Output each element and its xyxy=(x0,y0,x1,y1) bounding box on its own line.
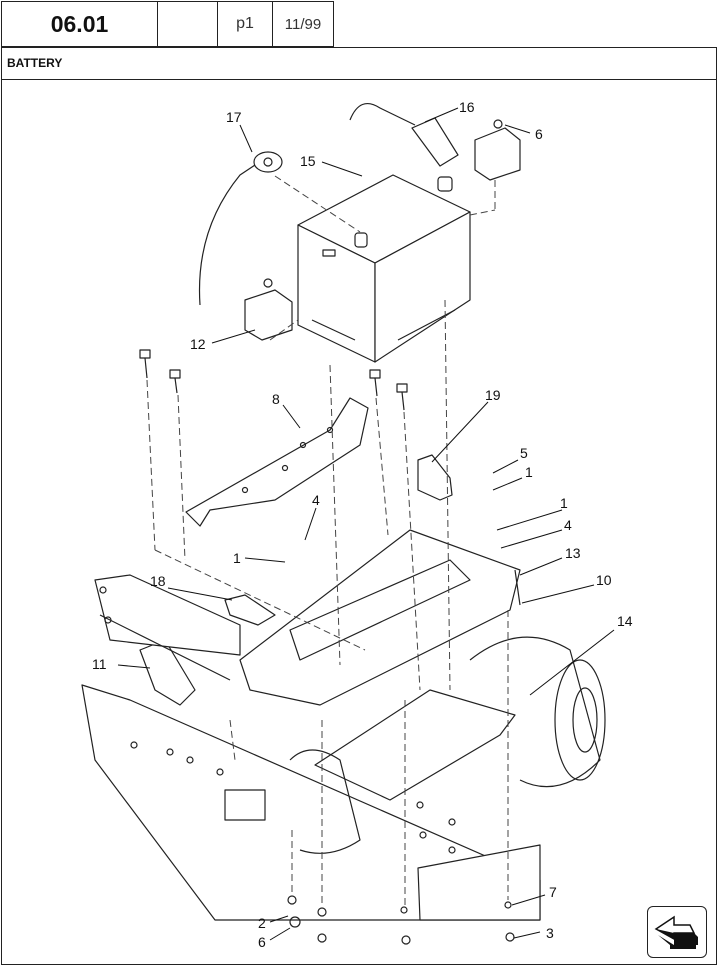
chassis-frame xyxy=(81,574,606,921)
callout-4-right: 4 xyxy=(564,517,572,533)
callout-17: 17 xyxy=(226,109,242,125)
hold-down-bracket-8 xyxy=(185,397,369,527)
bolt-group xyxy=(139,349,408,411)
next-page-button[interactable] xyxy=(647,906,707,958)
callout-1-left: 1 xyxy=(233,550,241,566)
terminal-cover-6 xyxy=(474,119,521,181)
callout-2: 2 xyxy=(258,915,266,931)
bracket-18 xyxy=(224,594,276,626)
bracket-11 xyxy=(139,639,196,706)
support-plate-14 xyxy=(314,689,516,801)
callout-3: 3 xyxy=(546,925,554,941)
callout-1-right: 1 xyxy=(560,495,568,511)
callout-7: 7 xyxy=(549,884,557,900)
bolt-10 xyxy=(514,569,521,606)
callout-6-bottom: 6 xyxy=(258,934,266,950)
callout-11: 11 xyxy=(92,656,107,672)
cable-16 xyxy=(349,102,416,126)
drawing-frame xyxy=(1,47,717,965)
bracket-19 xyxy=(417,454,453,501)
cable-17 xyxy=(198,164,256,306)
callout-13: 13 xyxy=(565,545,581,561)
callout-16: 16 xyxy=(459,99,475,115)
battery-tray-13 xyxy=(239,529,521,706)
callout-12: 12 xyxy=(190,336,206,352)
callout-6-top: 6 xyxy=(535,126,543,142)
terminal-cover-12 xyxy=(244,278,293,341)
battery xyxy=(297,174,471,363)
callout-5: 5 xyxy=(520,445,528,461)
callout-4-left: 4 xyxy=(312,492,320,508)
section-number: 06.01 xyxy=(1,1,158,47)
next-page-arrow-icon xyxy=(654,915,698,949)
callout-10: 10 xyxy=(596,572,612,588)
callout-14: 14 xyxy=(617,613,633,629)
callout-15: 15 xyxy=(300,153,316,169)
callout-18: 18 xyxy=(150,573,166,589)
page-title: BATTERY xyxy=(1,47,717,80)
revision-date: 11/99 xyxy=(272,1,334,47)
callout-19: 19 xyxy=(485,387,501,403)
callout-8: 8 xyxy=(272,391,280,407)
header-table: 06.01 p1 11/99 xyxy=(1,1,717,48)
callout-1-upper: 1 xyxy=(525,464,533,480)
lower-hardware xyxy=(287,801,515,945)
